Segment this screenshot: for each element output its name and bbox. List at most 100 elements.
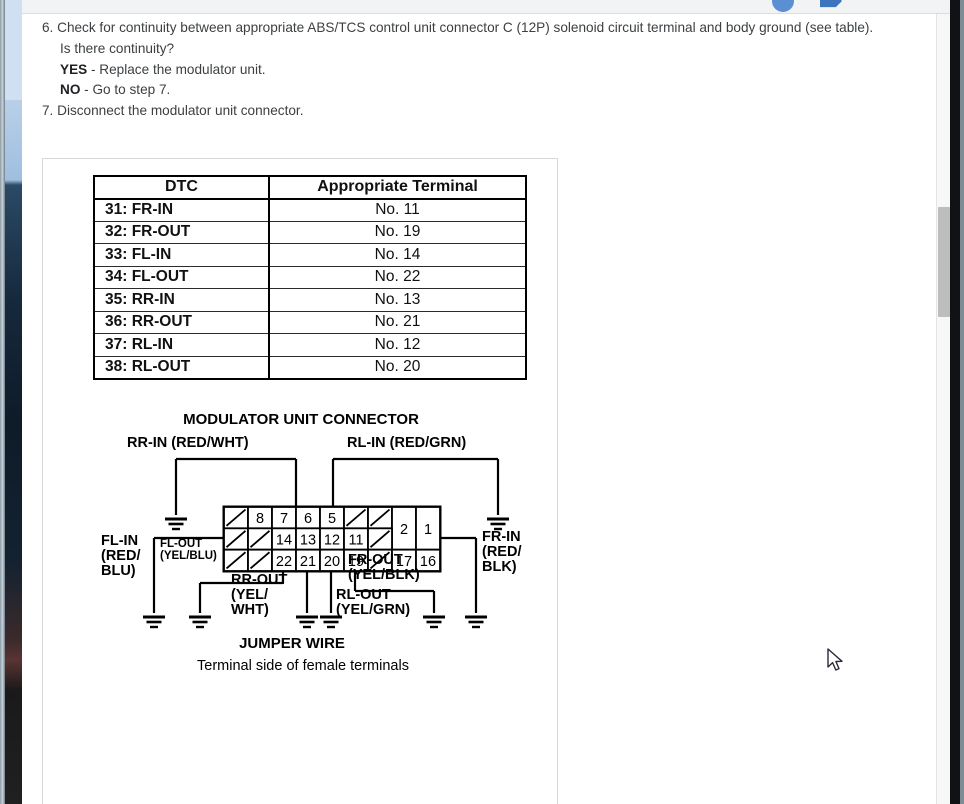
label-rl-out-line2: (YEL/GRN) [336,602,410,618]
label-fr-out-line1: FR-OUT [348,552,403,568]
header-dtc: DTC [93,175,270,200]
pin-number-6: 6 [304,511,312,527]
browser-window: 6. Check for continuity between appropri… [22,0,950,804]
cell-dtc: 33: FL-IN [93,243,270,267]
wire-fl-out [198,571,285,613]
cell-terminal: No. 14 [268,243,527,267]
label-fr-in-line2: (RED/ [482,544,521,560]
no-label: NO [60,82,81,98]
browser-toolbar [22,0,950,14]
cell-dtc: 37: RL-IN [93,333,270,357]
pin-cell-diagonal [249,551,271,570]
wire-rl-in [331,457,500,515]
pin-cell-diagonal [369,508,391,527]
pin-cell-1 [415,506,441,551]
window-right-edge [960,0,964,804]
ground-symbol-rl-out [318,615,344,629]
diagram-title: MODULATOR UNIT CONNECTOR [183,411,419,428]
wiring-diagram-svg: MODULATOR UNIT CONNECTOR RR-IN (RED/WHT)… [101,411,521,674]
bookmark-tag-icon[interactable] [820,0,842,8]
pin-cell-diagonal [345,508,367,527]
label-fl-in-line2: (RED/ [101,548,140,564]
ground-symbol-rl-in [485,517,511,531]
ground-symbol-fr-in [463,615,489,629]
pin-number-17: 17 [396,554,412,570]
cell-terminal: No. 12 [268,333,527,357]
wire-fr-in [440,536,478,613]
label-fr-in-line1: FR-IN [482,529,521,545]
step-6-text: Check for continuity between appropriate… [57,20,874,35]
pin-number-11: 11 [348,532,363,548]
caption-terminal-side: Terminal side of female terminals [197,658,409,674]
wire-fr-out [353,571,436,613]
label-fr-out-line2: (YEL/BLK) [348,567,420,583]
table-header-row: DTC Appropriate Terminal [93,175,527,200]
pin-cell-diagonal [369,551,391,570]
label-fl-out-line2: (YEL/BLU) [160,550,217,562]
pin-number-14: 14 [276,532,292,548]
cell-dtc: 31: FR-IN [93,198,270,222]
ground-symbol-fl-in [141,615,167,629]
procedure-text-block: 6. Check for continuity between appropri… [42,18,922,122]
vertical-scrollbar-thumb[interactable] [938,207,950,317]
modulator-connector-diagram: MODULATOR UNIT CONNECTOR RR-IN (RED/WHT)… [43,407,557,747]
cell-dtc: 36: RR-OUT [93,310,270,334]
label-rr-out-line3: WHT) [231,602,269,618]
cell-dtc: 32: FR-OUT [93,220,270,244]
pin-cell-diagonal [225,508,247,527]
page-content: 6. Check for continuity between appropri… [22,14,936,804]
pin-cell-diagonal [249,530,271,548]
cell-terminal: No. 19 [268,220,527,244]
label-fl-in-line1: FL-IN [101,533,138,549]
account-circle-icon[interactable] [772,0,794,12]
ground-symbol-fr-out [421,615,447,629]
label-rl-in: RL-IN (RED/GRN) [347,435,466,451]
pin-number-22: 22 [276,554,292,570]
pin-number-21: 21 [300,554,316,570]
wire-fl-in [152,536,224,613]
yes-branch: YES - Replace the modulator unit. [42,60,922,81]
background-window-left-strip [0,0,22,804]
label-fl-in-line3: BLU) [101,563,136,579]
cell-terminal: No. 21 [268,310,527,334]
yes-text: - Replace the modulator unit. [90,61,266,77]
caption-jumper-wire: JUMPER WIRE [239,635,345,652]
pin-number-20: 20 [324,554,340,570]
pin-number-7: 7 [280,511,288,527]
pin-number-13: 13 [300,532,316,548]
toolbar-icon-group [772,0,842,12]
pin-number-5: 5 [328,511,336,527]
continuity-prompt: Is there continuity? [60,40,175,56]
pin-number-12: 12 [324,532,340,548]
header-terminal: Appropriate Terminal [268,175,527,200]
vertical-scrollbar-track[interactable] [936,14,950,804]
yes-label: YES [60,61,88,77]
wire-rr-in [174,457,298,515]
step-7-line: 7. Disconnect the modulator unit connect… [42,101,922,122]
cell-dtc: 34: FL-OUT [93,265,270,289]
pin-cell-diagonal [225,530,247,548]
cell-terminal: No. 22 [268,265,527,289]
cell-terminal: No. 20 [268,355,527,379]
pin-cell-diagonal [225,551,247,570]
pin-number-16: 16 [420,554,436,570]
no-branch: NO - Go to step 7. [42,80,922,101]
label-rl-out-line1: RL-OUT [336,587,391,603]
pin-number-1: 1 [424,522,432,538]
cell-dtc: 35: RR-IN [93,288,270,312]
window-left-edge [0,0,5,804]
step-6-line: 6. Check for continuity between appropri… [42,18,922,39]
ground-symbol-fl-out [187,615,213,629]
cell-terminal: No. 11 [268,198,527,222]
